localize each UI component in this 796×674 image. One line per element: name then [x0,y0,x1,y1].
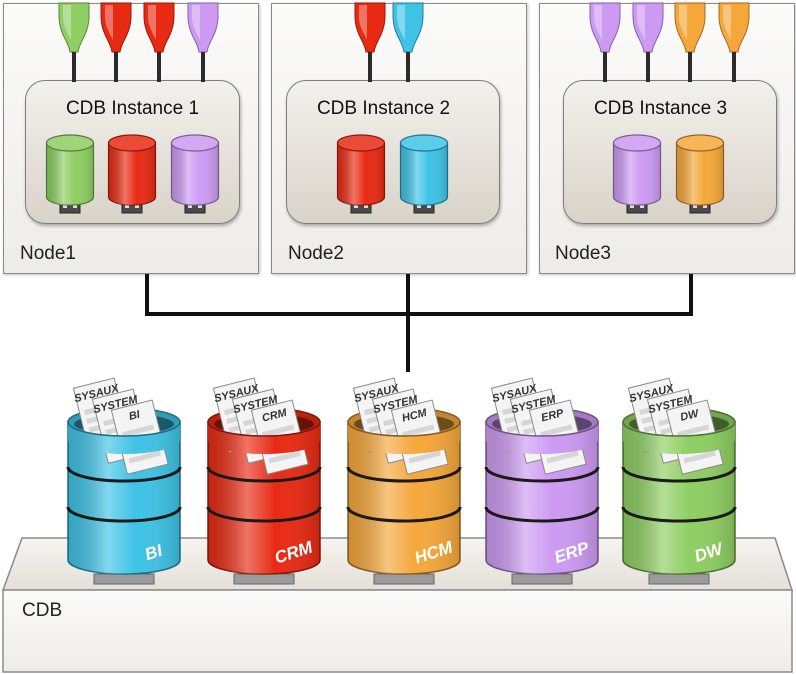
service-3-4 [718,2,750,82]
instance-3-db-1 [612,134,662,214]
instance-1-db-3 [170,134,220,214]
instance-3-db-2 [675,134,725,214]
tablespace-label: BI [128,408,142,423]
tablespace-label: DW [679,407,701,423]
cdb-instance-3-title: CDB Instance 3 [593,98,728,119]
cdb-instance-1-title: CDB Instance 1 [65,98,200,119]
interconnect [145,274,693,372]
services-layer [58,2,750,82]
instance-2-db-1 [336,134,386,214]
service-3-3 [674,2,706,82]
node-3-label: Node3 [555,243,611,264]
node-1-label: Node1 [20,243,76,264]
service-3-2 [632,2,664,82]
cdb-instance-2-title: CDB Instance 2 [316,98,451,119]
service-2-1 [354,2,386,82]
service-1-2 [100,2,132,82]
cdb-instance-2 [286,80,500,224]
instance-1-db-1 [45,134,95,214]
instance-1-db-2 [107,134,157,214]
node-2-label: Node2 [288,243,344,264]
service-1-4 [187,2,219,82]
cdb-label: CDB [22,600,63,621]
tablespace-label: ERP [540,407,565,424]
service-2-2 [392,2,424,82]
pdb-label-bi: BI [143,541,166,565]
service-3-1 [589,2,621,82]
instance-db-layer [45,134,725,214]
service-1-1 [58,2,90,82]
cdb-plate-front [2,589,793,673]
instance-2-db-2 [399,134,449,214]
pdb-layer: SYSAUXSYSTEMBIBISYSAUXSYSTEMCRMCRMSYSAUX… [66,377,737,585]
service-1-3 [143,2,175,82]
cdb-instance-3 [563,80,777,224]
